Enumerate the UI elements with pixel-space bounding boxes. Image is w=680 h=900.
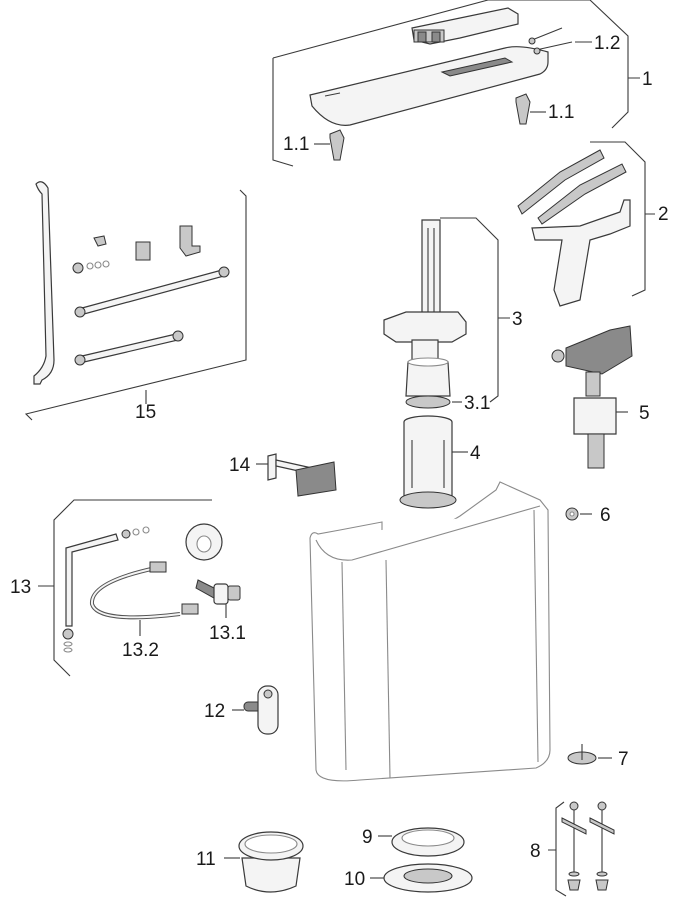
bracket-group-8 [548,801,567,897]
wall-hook-12 [232,685,279,735]
small-fitting-6 [565,507,592,521]
supply-pipe-kit-13 [62,526,150,653]
label-4: 4 [470,443,481,464]
label-7: 7 [618,749,629,770]
actuator-rods [528,27,592,55]
bracket-group-13 [38,499,212,677]
connector-cup-11 [224,831,304,893]
label-13-1: 13.1 [209,623,246,644]
label-1: 1 [642,69,653,90]
bracket-group-2 [590,141,655,297]
label-8: 8 [530,841,541,862]
bracket-group-3 [440,217,510,403]
fixing-bolts [561,801,615,891]
bracket-group-15 [24,189,247,421]
label-1-1-right: 1.1 [548,102,575,123]
lid-foot-right [515,93,546,125]
label-12: 12 [204,701,226,722]
angle-valve-13-1 [195,579,241,618]
label-2: 2 [658,204,669,225]
label-10: 10 [344,869,366,890]
label-11: 11 [196,849,216,870]
flush-valve [383,219,467,409]
label-13-2: 13.2 [122,640,159,661]
label-3: 3 [512,309,523,330]
label-3-1: 3.1 [464,393,491,414]
label-6: 6 [600,505,611,526]
bracket-group-1 [272,0,640,167]
wall-bracket-14 [256,453,337,497]
release-levers [517,149,631,307]
seal-ring-9 [378,827,465,857]
label-1-2: 1.2 [594,33,621,54]
overflow-pipe [399,415,468,509]
connection-kit-15 [33,181,230,385]
label-9: 9 [362,827,373,848]
flush-actuator [411,7,519,45]
flex-hose-13-2 [90,561,199,636]
label-5: 5 [639,403,650,424]
label-1-1-left: 1.1 [283,134,310,155]
gasket-10 [370,863,473,893]
lid-foot-left [314,129,345,161]
rosette-13 [185,523,223,561]
label-14: 14 [229,455,251,476]
cistern-lid [309,46,549,126]
drain-plug-7 [567,744,612,765]
label-13: 13 [10,577,32,598]
label-15: 15 [135,402,157,423]
cistern-body [309,481,551,782]
fill-valve [551,325,633,469]
